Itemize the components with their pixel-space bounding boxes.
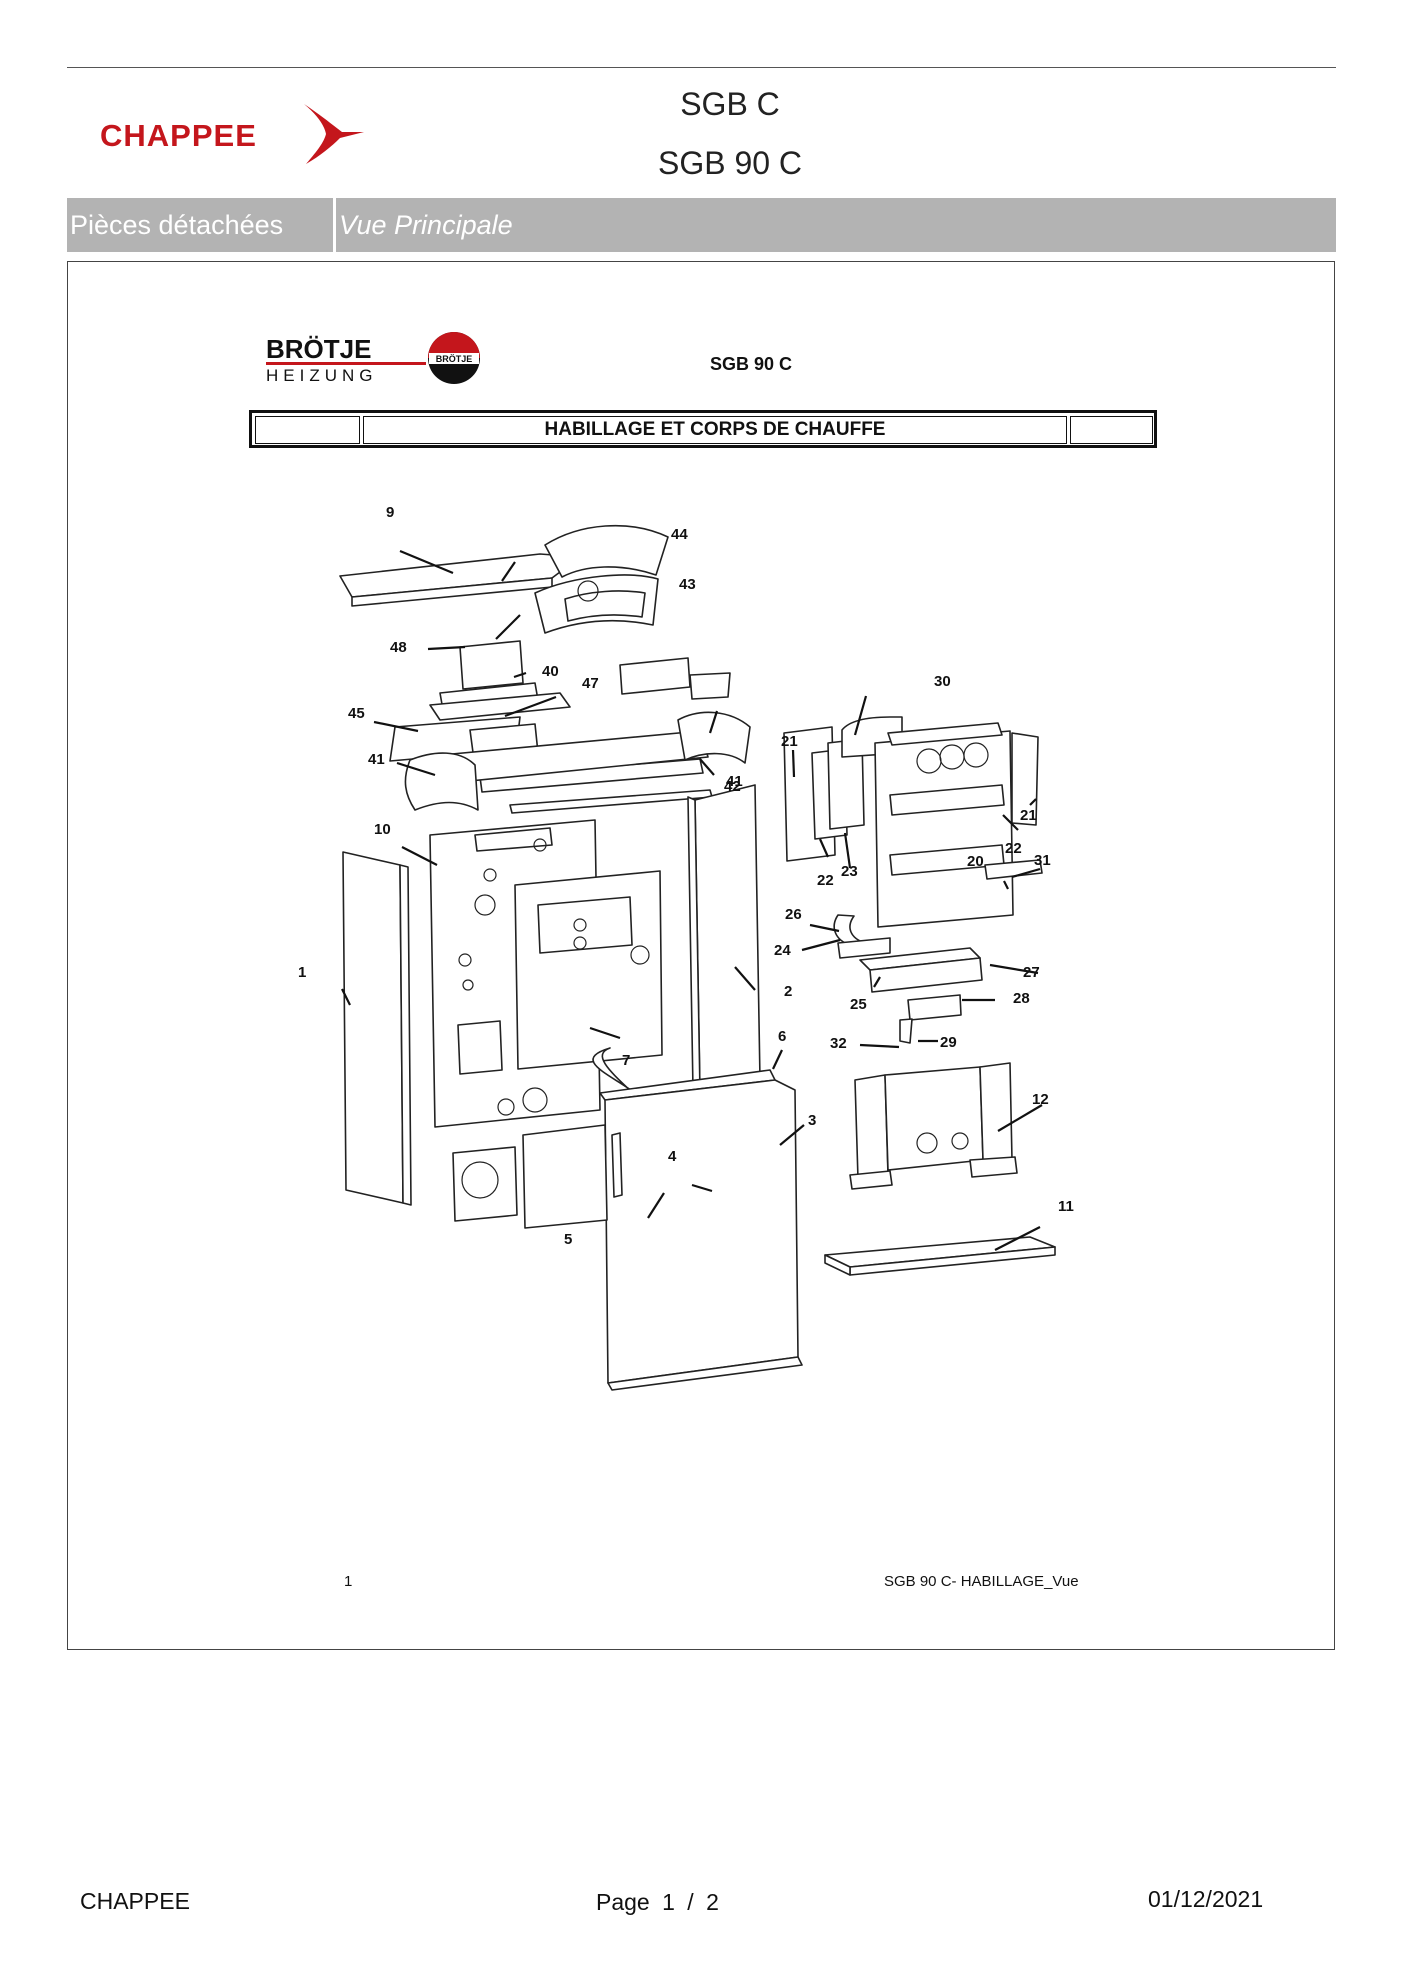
exploded-view-drawing: 9 44 43 48 40 47 41 30 45 41 42 21 21 10…: [298, 504, 1074, 1391]
drawing-frame: [67, 261, 1335, 1650]
section-cell-right: [1070, 416, 1153, 444]
part-callout: 9: [386, 504, 394, 521]
footer-date: 01/12/2021: [1148, 1886, 1264, 1912]
part-callout: 22: [1005, 840, 1022, 857]
tab-bar: Pièces détachées Vue Principale: [67, 198, 1336, 252]
page-title: SGB C: [680, 86, 780, 122]
part-callout: 22: [817, 872, 834, 889]
footer-company: CHAPPEE: [80, 1888, 190, 1914]
part-callout: 25: [850, 996, 867, 1013]
tab-separator: [333, 198, 336, 252]
footer-page-separator: /: [687, 1889, 694, 1915]
brotje-logo: BRÖTJE HEIZUNG BRÖTJE: [266, 330, 482, 386]
part-callout: 26: [785, 906, 802, 923]
part-callout: 5: [564, 1231, 572, 1248]
footer-page-current: 1: [662, 1889, 675, 1915]
part-callout: 45: [348, 705, 365, 722]
part-callout: 48: [390, 639, 407, 656]
part-callout: 41: [726, 773, 743, 790]
top-rule: [67, 67, 1336, 68]
chappee-logo: CHAPPEE: [100, 102, 370, 166]
brotje-logo-top-text: BRÖTJE: [266, 334, 371, 364]
logo-text: CHAPPEE: [100, 118, 257, 153]
part-callout: 29: [940, 1034, 957, 1051]
page-subtitle: SGB 90 C: [657, 145, 803, 181]
part-callout: 6: [778, 1028, 786, 1045]
brotje-badge-text: BRÖTJE: [436, 354, 473, 364]
part-callout: 40: [542, 663, 559, 680]
section-cell-left: [255, 416, 360, 444]
tab-pieces-detachees[interactable]: Pièces détachées: [70, 210, 284, 240]
part-callout: 31: [1034, 852, 1051, 869]
part-callout: 21: [1020, 807, 1037, 824]
part-callout: 43: [679, 576, 696, 593]
brotje-logo-bottom-text: HEIZUNG: [266, 366, 378, 385]
part-callout: 30: [934, 673, 951, 690]
model-label: SGB 90 C: [710, 354, 793, 374]
section-title: HABILLAGE ET CORPS DE CHAUFFE: [363, 416, 1067, 444]
footer-page-label: Page: [596, 1889, 650, 1915]
part-callout: 10: [374, 821, 391, 838]
part-callout: 42: [724, 778, 741, 795]
footer-page-total: 2: [706, 1889, 719, 1915]
part-callout: 23: [841, 863, 858, 880]
logo-wing-icon: [304, 104, 364, 164]
brotje-logo-graphic: BRÖTJE HEIZUNG BRÖTJE: [266, 332, 480, 385]
part-callout: 28: [1013, 990, 1030, 1007]
part-callouts: 9 44 43 48 40 47 41 30 45 41 42 21 21 10…: [298, 504, 1074, 1248]
part-callout: 32: [830, 1035, 847, 1052]
part-callout: 20: [967, 853, 984, 870]
part-callout: 47: [582, 675, 599, 692]
part-callout: 24: [774, 942, 791, 959]
part-callout: 2: [784, 983, 792, 1000]
figure-reference: SGB 90 C- HABILLAGE_Vue: [884, 1573, 1079, 1590]
part-callout: 12: [1032, 1091, 1049, 1108]
tab-vue-principale[interactable]: Vue Principale: [339, 210, 513, 240]
part-callout: 41: [368, 751, 385, 768]
part-callout: 4: [668, 1148, 677, 1165]
part-callout: 1: [298, 964, 306, 981]
part-callout: 3: [808, 1112, 816, 1129]
part-callout: 27: [1023, 964, 1040, 981]
section-title-table: HABILLAGE ET CORPS DE CHAUFFE: [249, 410, 1157, 448]
part-callout: 44: [671, 526, 688, 543]
part-callout: 11: [1058, 1198, 1074, 1215]
part-callout: 21: [781, 733, 798, 750]
part-callout: 7: [622, 1052, 630, 1069]
footer-pagination: Page 1 / 2: [596, 1889, 725, 1916]
figure-number: 1: [344, 1573, 353, 1590]
